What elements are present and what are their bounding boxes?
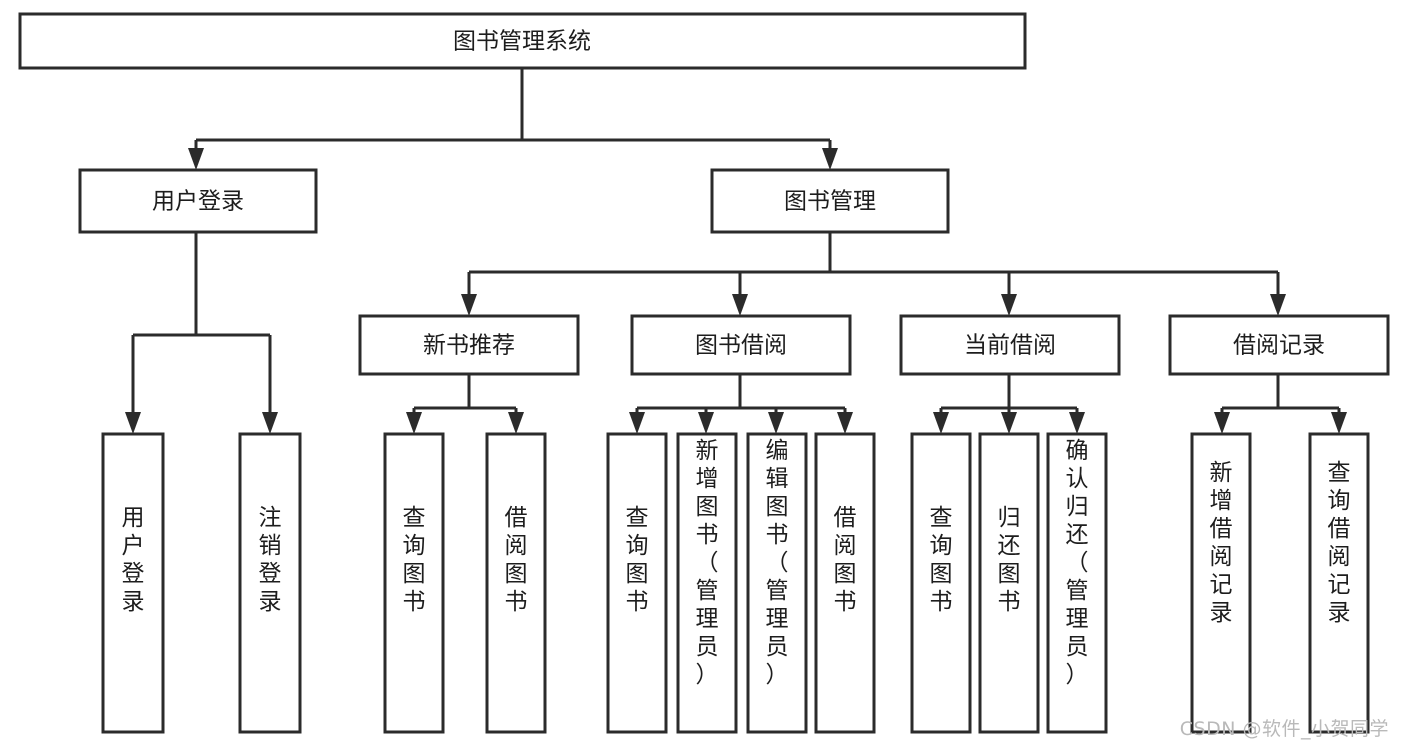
- arrow-head-leaf-3: [406, 412, 422, 434]
- node-root[interactable]: 图书管理系统: [18, 12, 1027, 70]
- node-leaf-3[interactable]: 查询图书: [383, 432, 445, 734]
- node-new-book-rec-box[interactable]: [358, 314, 580, 376]
- arrow-head-leaf-13: [1331, 412, 1347, 434]
- node-leaf-9-label: 查询图书: [930, 505, 953, 615]
- node-new-book-rec-label: 新书推荐: [423, 333, 515, 359]
- node-leaf-7-box[interactable]: [746, 432, 808, 734]
- arrow-head-leaf-4: [508, 412, 524, 434]
- node-book-manage[interactable]: 图书管理: [710, 168, 950, 234]
- node-leaf-12[interactable]: 新增借阅记录: [1190, 432, 1252, 734]
- node-new-book-rec[interactable]: 新书推荐: [358, 314, 580, 376]
- arrow-head-leaf-8: [837, 412, 853, 434]
- node-book-manage-label: 图书管理: [784, 189, 876, 215]
- node-book-borrow-label: 图书借阅: [695, 333, 787, 359]
- node-borrow-record[interactable]: 借阅记录: [1168, 314, 1390, 376]
- node-root-label: 图书管理系统: [453, 29, 591, 55]
- arrow-head-leaf-7: [768, 412, 784, 434]
- node-leaf-11-label: 确认归还（管理员）: [1066, 438, 1089, 688]
- node-leaf-8[interactable]: 借阅图书: [814, 432, 876, 734]
- node-leaf-11[interactable]: 确认归还（管理员）: [1046, 432, 1108, 734]
- node-borrow-record-box[interactable]: [1168, 314, 1390, 376]
- node-leaf-5-label: 查询图书: [626, 505, 649, 615]
- node-current-borrow-label: 当前借阅: [964, 333, 1056, 359]
- node-leaf-1-label: 用户登录: [122, 505, 145, 615]
- arrow-head-current-borrow: [1001, 294, 1017, 316]
- csdn-watermark: CSDN @软件_小贺同学: [1179, 718, 1389, 740]
- node-leaf-13-box[interactable]: [1308, 432, 1370, 734]
- node-leaf-5-box[interactable]: [606, 432, 668, 734]
- arrow-head-leaf-10: [1001, 412, 1017, 434]
- node-leaf-2[interactable]: 注销登录: [238, 432, 302, 734]
- node-current-borrow-box[interactable]: [899, 314, 1121, 376]
- node-root-box[interactable]: [18, 12, 1027, 70]
- node-leaf-7-label: 编辑图书（管理员）: [766, 438, 789, 688]
- arrow-head-user-login: [188, 148, 204, 170]
- arrow-head-book-manage: [822, 148, 838, 170]
- node-leaf-13[interactable]: 查询借阅记录: [1308, 432, 1370, 734]
- arrow-head-leaf-1: [125, 412, 141, 434]
- node-user-login-label: 用户登录: [152, 189, 244, 215]
- node-user-login[interactable]: 用户登录: [78, 168, 318, 234]
- node-leaf-5[interactable]: 查询图书: [606, 432, 668, 734]
- arrow-head-leaf-9: [933, 412, 949, 434]
- node-book-borrow[interactable]: 图书借阅: [630, 314, 852, 376]
- arrow-head-leaf-6: [698, 412, 714, 434]
- node-user-login-box[interactable]: [78, 168, 318, 234]
- arrow-head-book-borrow: [732, 294, 748, 316]
- node-borrow-record-label: 借阅记录: [1233, 333, 1325, 359]
- connector-layer: [125, 68, 1347, 434]
- node-leaf-11-box[interactable]: [1046, 432, 1108, 734]
- node-leaf-13-label: 查询借阅记录: [1328, 460, 1351, 626]
- node-leaf-10-box[interactable]: [978, 432, 1040, 734]
- arrow-head-leaf-11: [1069, 412, 1085, 434]
- node-leaf-7[interactable]: 编辑图书（管理员）: [746, 432, 808, 734]
- arrow-head-borrow-record: [1270, 294, 1286, 316]
- arrow-head-leaf-12: [1214, 412, 1230, 434]
- node-leaf-9[interactable]: 查询图书: [910, 432, 972, 734]
- node-leaf-8-box[interactable]: [814, 432, 876, 734]
- arrow-head-leaf-5: [629, 412, 645, 434]
- node-leaf-6-label: 新增图书（管理员）: [696, 438, 719, 688]
- node-book-borrow-box[interactable]: [630, 314, 852, 376]
- node-leaf-1[interactable]: 用户登录: [101, 432, 165, 734]
- node-leaf-8-label: 借阅图书: [834, 505, 857, 615]
- node-leaf-9-box[interactable]: [910, 432, 972, 734]
- arrow-head-new-book-rec: [461, 294, 477, 316]
- node-leaf-6-box[interactable]: [676, 432, 738, 734]
- node-leaf-12-label: 新增借阅记录: [1210, 460, 1233, 626]
- node-book-manage-box[interactable]: [710, 168, 950, 234]
- node-leaf-12-box[interactable]: [1190, 432, 1252, 734]
- node-leaf-4-box[interactable]: [485, 432, 547, 734]
- node-current-borrow[interactable]: 当前借阅: [899, 314, 1121, 376]
- node-leaf-3-box[interactable]: [383, 432, 445, 734]
- node-leaf-10-label: 归还图书: [998, 505, 1021, 615]
- arrow-head-leaf-2: [262, 412, 278, 434]
- node-leaf-6[interactable]: 新增图书（管理员）: [676, 432, 738, 734]
- node-leaf-3-label: 查询图书: [403, 505, 426, 615]
- node-leaf-2-label: 注销登录: [259, 505, 282, 615]
- node-leaf-1-box[interactable]: [101, 432, 165, 734]
- node-leaf-4[interactable]: 借阅图书: [485, 432, 547, 734]
- node-leaf-2-box[interactable]: [238, 432, 302, 734]
- node-leaf-10[interactable]: 归还图书: [978, 432, 1040, 734]
- node-leaf-4-label: 借阅图书: [505, 505, 528, 615]
